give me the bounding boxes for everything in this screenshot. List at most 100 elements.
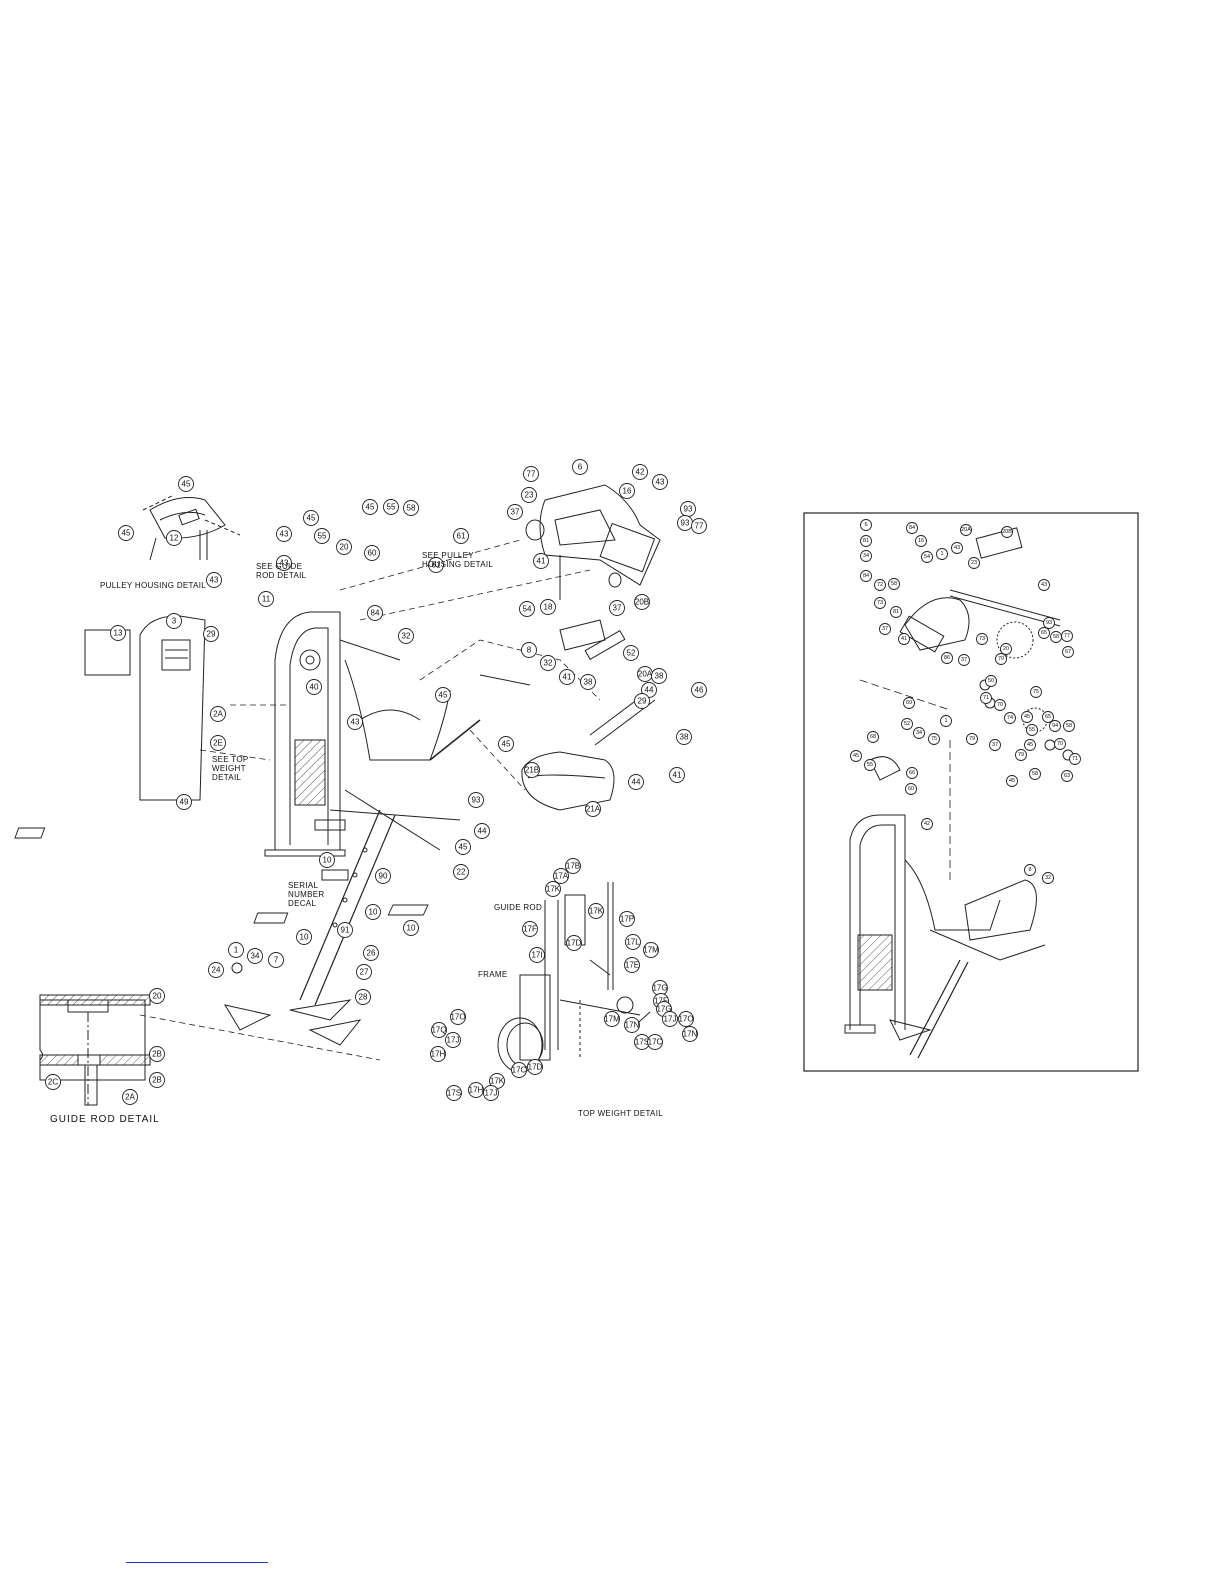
part-tag: 41 (533, 553, 549, 569)
inset-part-tag-number: 20A (961, 527, 971, 533)
part-tag: 38 (651, 668, 667, 684)
part-tag-number: 38 (584, 678, 593, 687)
inset-part-tag-circle (1042, 872, 1054, 884)
part-tag-number: 38 (655, 672, 664, 681)
inset-part-tag-circle (966, 733, 978, 745)
part-tag-circle (540, 655, 556, 671)
part-tag: 84 (367, 605, 383, 621)
part-tag-circle (540, 599, 556, 615)
part-tag-circle (210, 735, 226, 751)
part-tag-circle (446, 1085, 462, 1101)
inset-part-tag-number: 54 (924, 554, 930, 560)
part-tag-number: 2A (213, 710, 223, 719)
part-tag: 43 (347, 714, 363, 730)
part-tag: 17L (625, 934, 641, 950)
part-tag-circle (208, 962, 224, 978)
inset-part-tag-number: 73 (877, 600, 883, 606)
part-tag: 45 (455, 839, 471, 855)
inset-part-tag: 16 (915, 535, 927, 547)
inset-part-tag-circle (1063, 720, 1075, 732)
guide-rod-part-tag: 2A (122, 1089, 138, 1105)
part-tag: 8 (521, 642, 537, 658)
part-tag-circle (431, 1022, 447, 1038)
part-tag: 21B (524, 762, 540, 778)
part-tag: 16 (619, 483, 635, 499)
part-tag: 93 (677, 515, 693, 531)
part-tag: 17D (527, 1059, 543, 1075)
part-tag-number: 28 (359, 993, 368, 1002)
footer-link-underline[interactable] (126, 1562, 268, 1563)
inset-part-tag-number: 65 (1041, 630, 1047, 636)
part-tag-number: 3 (172, 617, 177, 626)
assembly-inset (803, 512, 1139, 1072)
part-tag-number: 17C (648, 1038, 663, 1047)
inset-part-tag: 86 (941, 652, 953, 664)
part-tag-number: 17D (528, 1063, 543, 1072)
part-tag-number: 43 (210, 576, 219, 585)
inset-part-tag-circle (1000, 643, 1012, 655)
inset-part-tag: 58 (1029, 768, 1041, 780)
part-tag: 2A (210, 706, 226, 722)
inset-part-tag-number: 58 (1053, 634, 1059, 640)
part-tag-circle (634, 693, 650, 709)
inset-part-tag-circle (898, 633, 910, 645)
part-tag-number: 43 (280, 530, 289, 539)
part-tag-number: 37 (613, 604, 622, 613)
part-tag: 43 (206, 572, 222, 588)
part-tag-number: 17K (490, 1077, 505, 1086)
part-tag-number: 84 (371, 609, 380, 618)
part-tag-number: 26 (367, 949, 376, 958)
guide-rod-part-tag-circle (149, 1046, 165, 1062)
inset-part-tag-number: 43 (954, 545, 960, 551)
inset-part-tag: 8 (1024, 864, 1036, 876)
part-tag-circle (625, 934, 641, 950)
inset-part-tag-circle (928, 733, 940, 745)
inset-part-tag: 20 (1000, 643, 1012, 655)
part-tag-circle (468, 792, 484, 808)
part-tag: 13 (110, 625, 126, 641)
part-tag-circle (228, 942, 244, 958)
part-tag-circle (529, 947, 545, 963)
part-tag: 22 (453, 864, 469, 880)
inset-part-tag-number: 71 (983, 695, 989, 701)
part-tag-number: 61 (457, 532, 466, 541)
part-tag-circle (430, 1046, 446, 1062)
part-tag: 17J (662, 1011, 678, 1027)
part-tag-number: 42 (636, 468, 645, 477)
part-tag-number: 93 (684, 505, 693, 514)
part-tag-circle (363, 945, 379, 961)
part-tag-circle (588, 903, 604, 919)
part-tag: 17M (604, 1011, 620, 1027)
part-tag: 17N (682, 1026, 698, 1042)
part-tag-number: 90 (379, 872, 388, 881)
part-tag-number: 45 (366, 503, 375, 512)
part-tag-circle (445, 1032, 461, 1048)
part-tag: 45 (498, 736, 514, 752)
part-tag: 61 (453, 528, 469, 544)
part-tag-circle (258, 591, 274, 607)
part-tag-number: 32 (544, 659, 553, 668)
part-tag-circle (511, 1062, 527, 1078)
part-tag: 45 (362, 499, 378, 515)
part-tag-circle (276, 555, 292, 571)
part-tag-circle (624, 1017, 640, 1033)
inset-part-tag-number: 8 (1028, 867, 1031, 873)
inset-part-tag: 73 (976, 633, 988, 645)
part-tag-number: 38 (680, 733, 689, 742)
part-tag: 6 (572, 459, 588, 475)
part-tag-number: 45 (459, 843, 468, 852)
inset-part-tag-number: 70 (998, 656, 1004, 662)
guide-rod-part-tag-circle (149, 1072, 165, 1088)
part-tag-circle (676, 729, 692, 745)
inset-part-tag-number: 45 (1009, 778, 1015, 784)
inset-part-tag: 58 (1050, 631, 1062, 643)
part-tag-number: 20B (635, 598, 649, 607)
part-tag-number: 44 (632, 778, 641, 787)
part-tag-number: 17F (654, 997, 668, 1006)
inset-part-tag: 70 (1054, 738, 1066, 750)
part-tag-number: 45 (439, 691, 448, 700)
inset-part-tag-circle (913, 727, 925, 739)
part-tag-circle (398, 628, 414, 644)
